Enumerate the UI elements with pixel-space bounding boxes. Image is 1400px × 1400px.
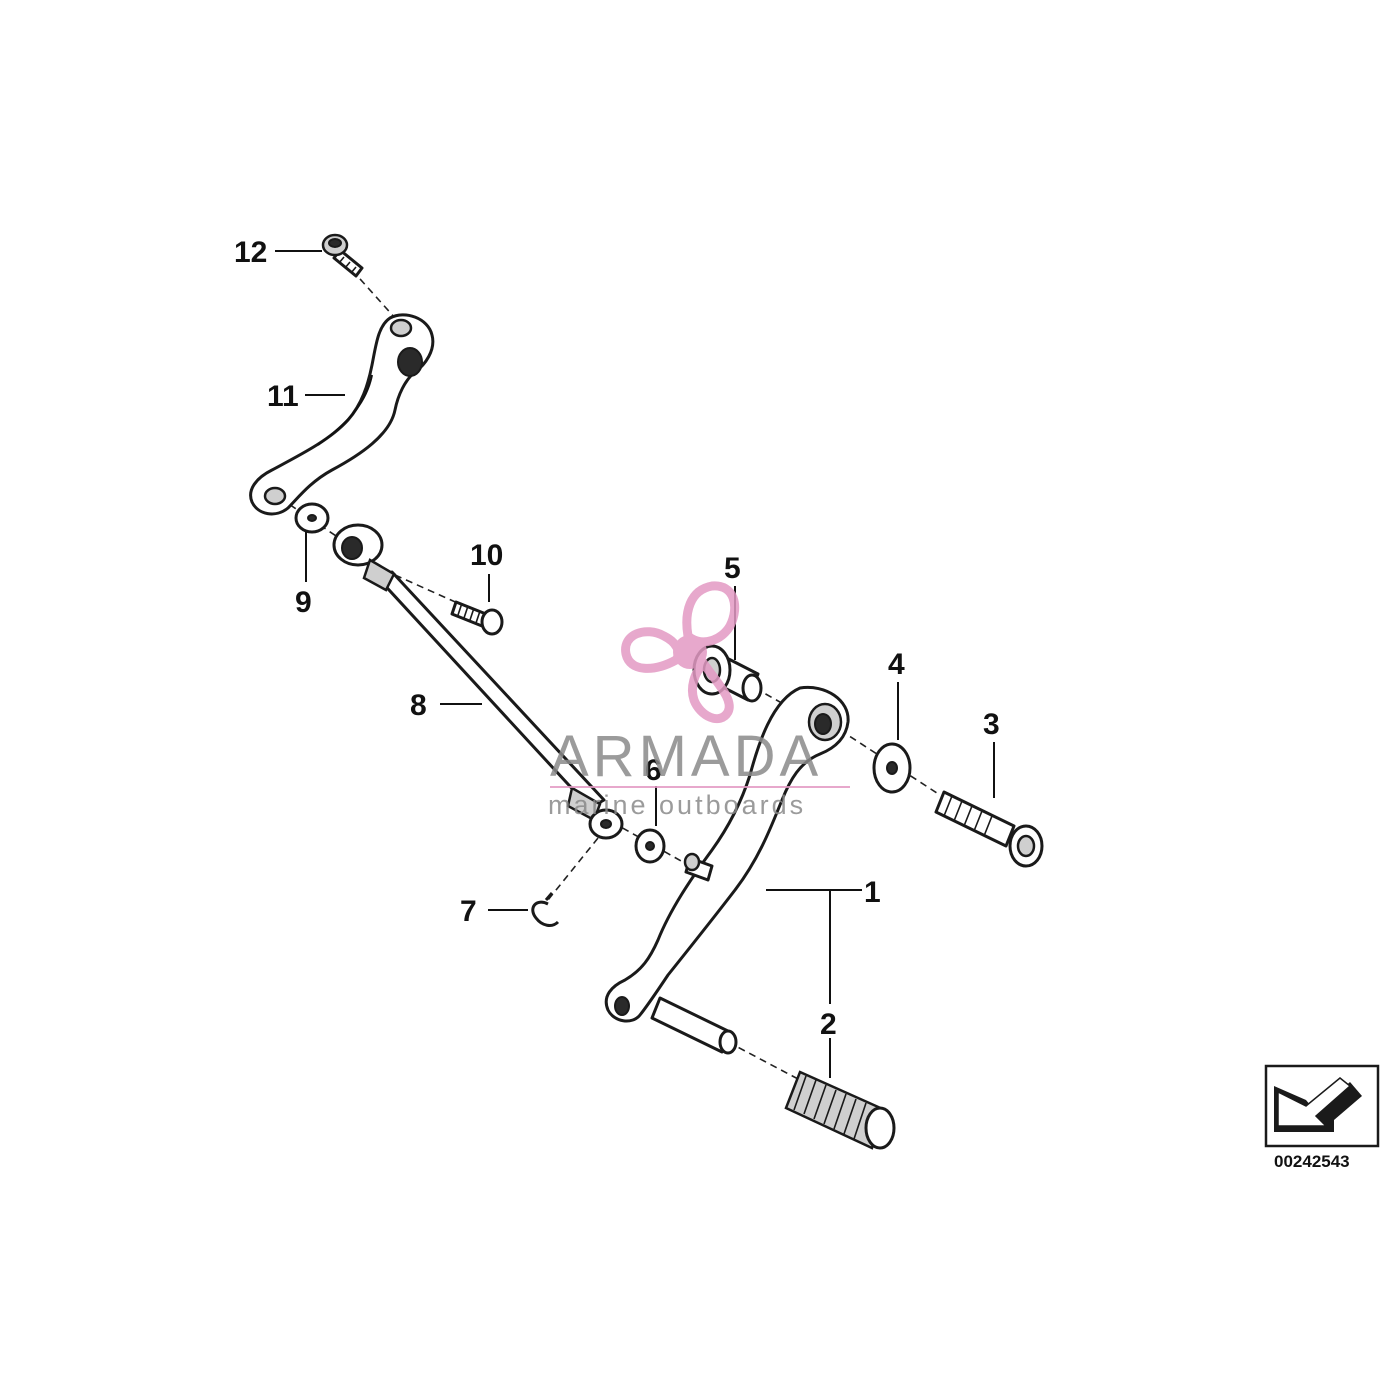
callout-5: 5: [724, 552, 741, 585]
watermark: ARMADA marine outboards: [548, 581, 850, 820]
part-12-bolt: [321, 233, 364, 278]
callout-8: 8: [410, 689, 427, 722]
callout-12: 12: [234, 236, 267, 269]
reference-code: 00242543: [1274, 1152, 1350, 1171]
view-direction-box: [1264, 1064, 1380, 1148]
part-1-shift-lever: [604, 685, 850, 1023]
callout-6: 6: [645, 754, 662, 787]
callout-11: 11: [267, 380, 299, 413]
part-7-circlip: [531, 892, 560, 927]
watermark-brand: ARMADA: [550, 724, 822, 789]
part-6-washer: [634, 828, 666, 864]
callout-4: 4: [888, 648, 905, 681]
callout-labels: 1 2 3 4 5 6 7 8 9 10 11 12: [234, 236, 1000, 1041]
part-9-washer: [294, 502, 330, 534]
arrow-down-left-icon: [1274, 1077, 1362, 1132]
callout-9: 9: [295, 586, 312, 619]
callout-3: 3: [983, 708, 1000, 741]
callout-7: 7: [460, 895, 477, 928]
part-2-footpeg: [650, 996, 896, 1150]
part-8-shift-rod: [332, 523, 624, 840]
part-4-washer: [872, 742, 912, 794]
callout-10: 10: [470, 539, 503, 572]
part-3-flange-bolt: [934, 790, 1044, 868]
propeller-icon: [621, 581, 740, 724]
part-10-bolt: [450, 600, 504, 636]
watermark-tagline: marine outboards: [548, 790, 806, 820]
part-11-upper-lever: [249, 313, 435, 516]
callout-2: 2: [820, 1008, 837, 1041]
callout-1: 1: [864, 876, 881, 909]
